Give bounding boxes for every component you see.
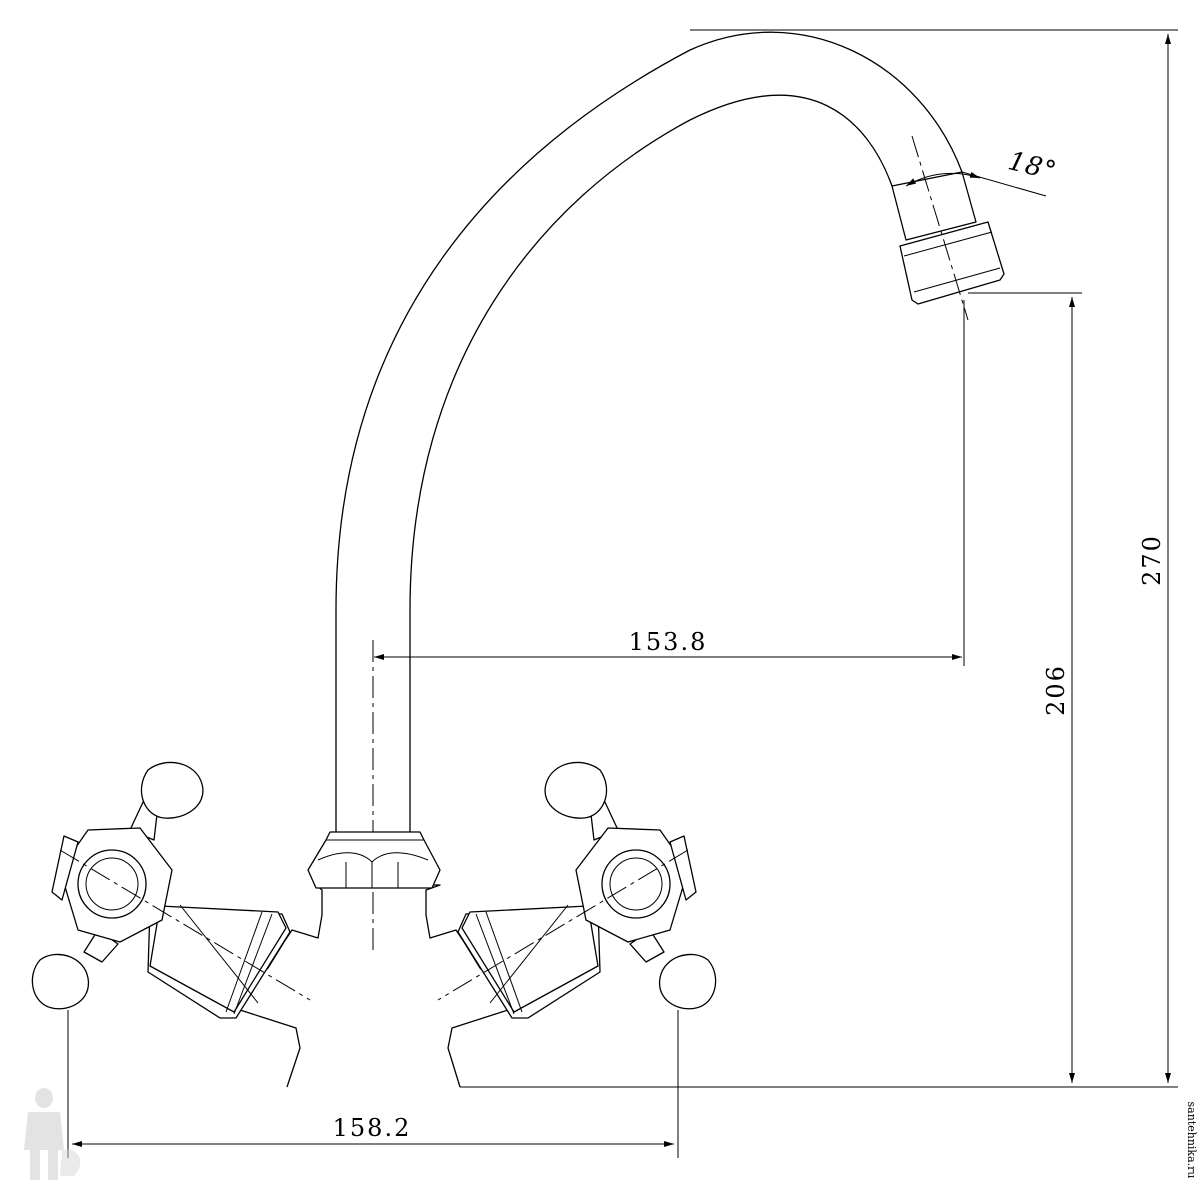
aerator-angle-label: 18° [1005, 146, 1060, 187]
spout-collar-nut [307, 831, 441, 889]
dimension-spout-height: 206 [968, 292, 1082, 1083]
watermark-text: santehnika.ru [1185, 1102, 1198, 1179]
handle-span-label: 158.2 [333, 1114, 412, 1142]
spout-height-label: 206 [1042, 664, 1070, 716]
right-handle [437, 761, 717, 1019]
left-handle [31, 761, 311, 1019]
spout-reach-label: 153.8 [629, 628, 708, 656]
dimension-spout-reach: 153.8 [374, 300, 965, 666]
aerator [891, 135, 1005, 321]
plumber-logo [24, 1088, 81, 1180]
dimension-handle-span: 158.2 [67, 1010, 679, 1158]
total-height-label: 270 [1138, 534, 1166, 586]
spout [335, 31, 963, 950]
dimension-total-height: 270 [460, 29, 1178, 1088]
